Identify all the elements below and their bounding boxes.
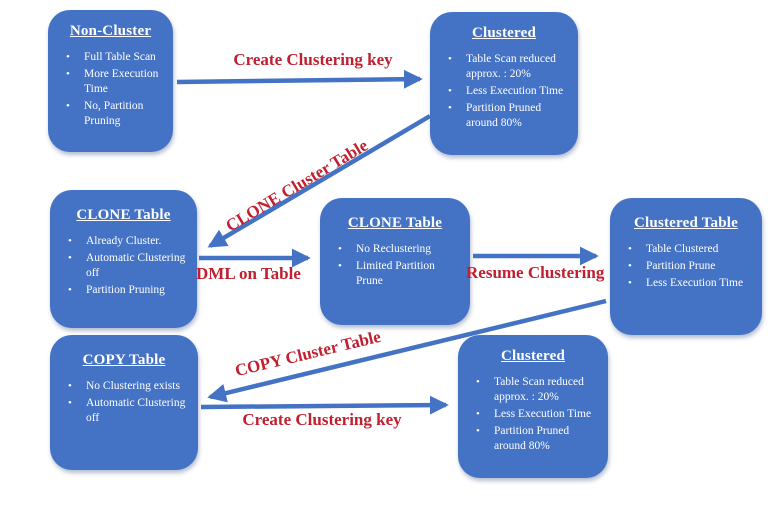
- arrow-create-clustering-key-bottom: [200, 395, 449, 415]
- bullet-item: Table Scan reduced approx. : 20%: [466, 375, 600, 405]
- node-clustered-table: Clustered Table Table Clustered Partitio…: [610, 198, 762, 335]
- bullet-item: Partition Pruning: [58, 283, 189, 298]
- node-title: CLONE Table: [347, 215, 443, 231]
- label-create-clustering-key-bottom: Create Clustering key: [242, 410, 402, 429]
- node-title: Clustered: [471, 25, 537, 41]
- arrow-copy-cluster-table: [207, 298, 607, 403]
- node-title: COPY Table: [82, 352, 166, 368]
- node-bullet-list: Table Scan reduced approx. : 20% Less Ex…: [438, 52, 570, 131]
- bullet-item: Less Execution Time: [618, 276, 754, 291]
- node-clone-table-mid: CLONE Table No Reclustering Limited Part…: [320, 198, 470, 325]
- bullet-item: Partition Pruned around 80%: [466, 424, 600, 454]
- node-bullet-list: No Reclustering Limited Partition Prune: [328, 242, 462, 289]
- bullet-item: Automatic Clustering off: [58, 251, 189, 281]
- arrow-clone-cluster-table: [207, 114, 432, 248]
- label-create-clustering-key-top: Create Clustering key: [233, 50, 393, 69]
- node-bullet-list: Table Clustered Partition Prune Less Exe…: [618, 242, 754, 291]
- node-bullet-list: Full Table Scan More Execution Time No, …: [56, 50, 165, 129]
- bullet-item: Already Cluster.: [58, 234, 189, 249]
- node-title: Clustered Table: [634, 215, 738, 231]
- node-clustered-bottom: Clustered Table Scan reduced approx. : 2…: [458, 335, 608, 478]
- node-clustered-top: Clustered Table Scan reduced approx. : 2…: [430, 12, 578, 155]
- label-resume-clustering: Resume Clustering: [466, 263, 605, 282]
- bullet-item: Less Execution Time: [438, 84, 570, 99]
- node-clone-table-left: CLONE Table Already Cluster. Automatic C…: [50, 190, 197, 328]
- arrow-create-clustering-key-top: [176, 69, 423, 89]
- bullet-item: More Execution Time: [56, 67, 165, 97]
- node-bullet-list: Table Scan reduced approx. : 20% Less Ex…: [466, 375, 600, 454]
- node-bullet-list: No Clustering exists Automatic Clusterin…: [58, 379, 190, 426]
- node-non-cluster: Non-Cluster Full Table Scan More Executi…: [48, 10, 173, 152]
- bullet-item: Less Execution Time: [466, 407, 600, 422]
- node-title: Clustered: [500, 348, 566, 364]
- bullet-item: No Reclustering: [328, 242, 462, 257]
- bullet-item: Table Clustered: [618, 242, 754, 257]
- bullet-item: No, Partition Pruning: [56, 99, 165, 129]
- bullet-item: Table Scan reduced approx. : 20%: [438, 52, 570, 82]
- bullet-item: No Clustering exists: [58, 379, 190, 394]
- node-bullet-list: Already Cluster. Automatic Clustering of…: [58, 234, 189, 298]
- bullet-item: Full Table Scan: [56, 50, 165, 65]
- node-copy-table: COPY Table No Clustering exists Automati…: [50, 335, 198, 470]
- bullet-item: Automatic Clustering off: [58, 396, 190, 426]
- bullet-item: Partition Prune: [618, 259, 754, 274]
- bullet-item: Limited Partition Prune: [328, 259, 462, 289]
- label-dml-on-table: DML on Table: [196, 264, 301, 283]
- bullet-item: Partition Pruned around 80%: [438, 101, 570, 131]
- node-title: Non-Cluster: [69, 23, 152, 39]
- node-title: CLONE Table: [76, 207, 171, 223]
